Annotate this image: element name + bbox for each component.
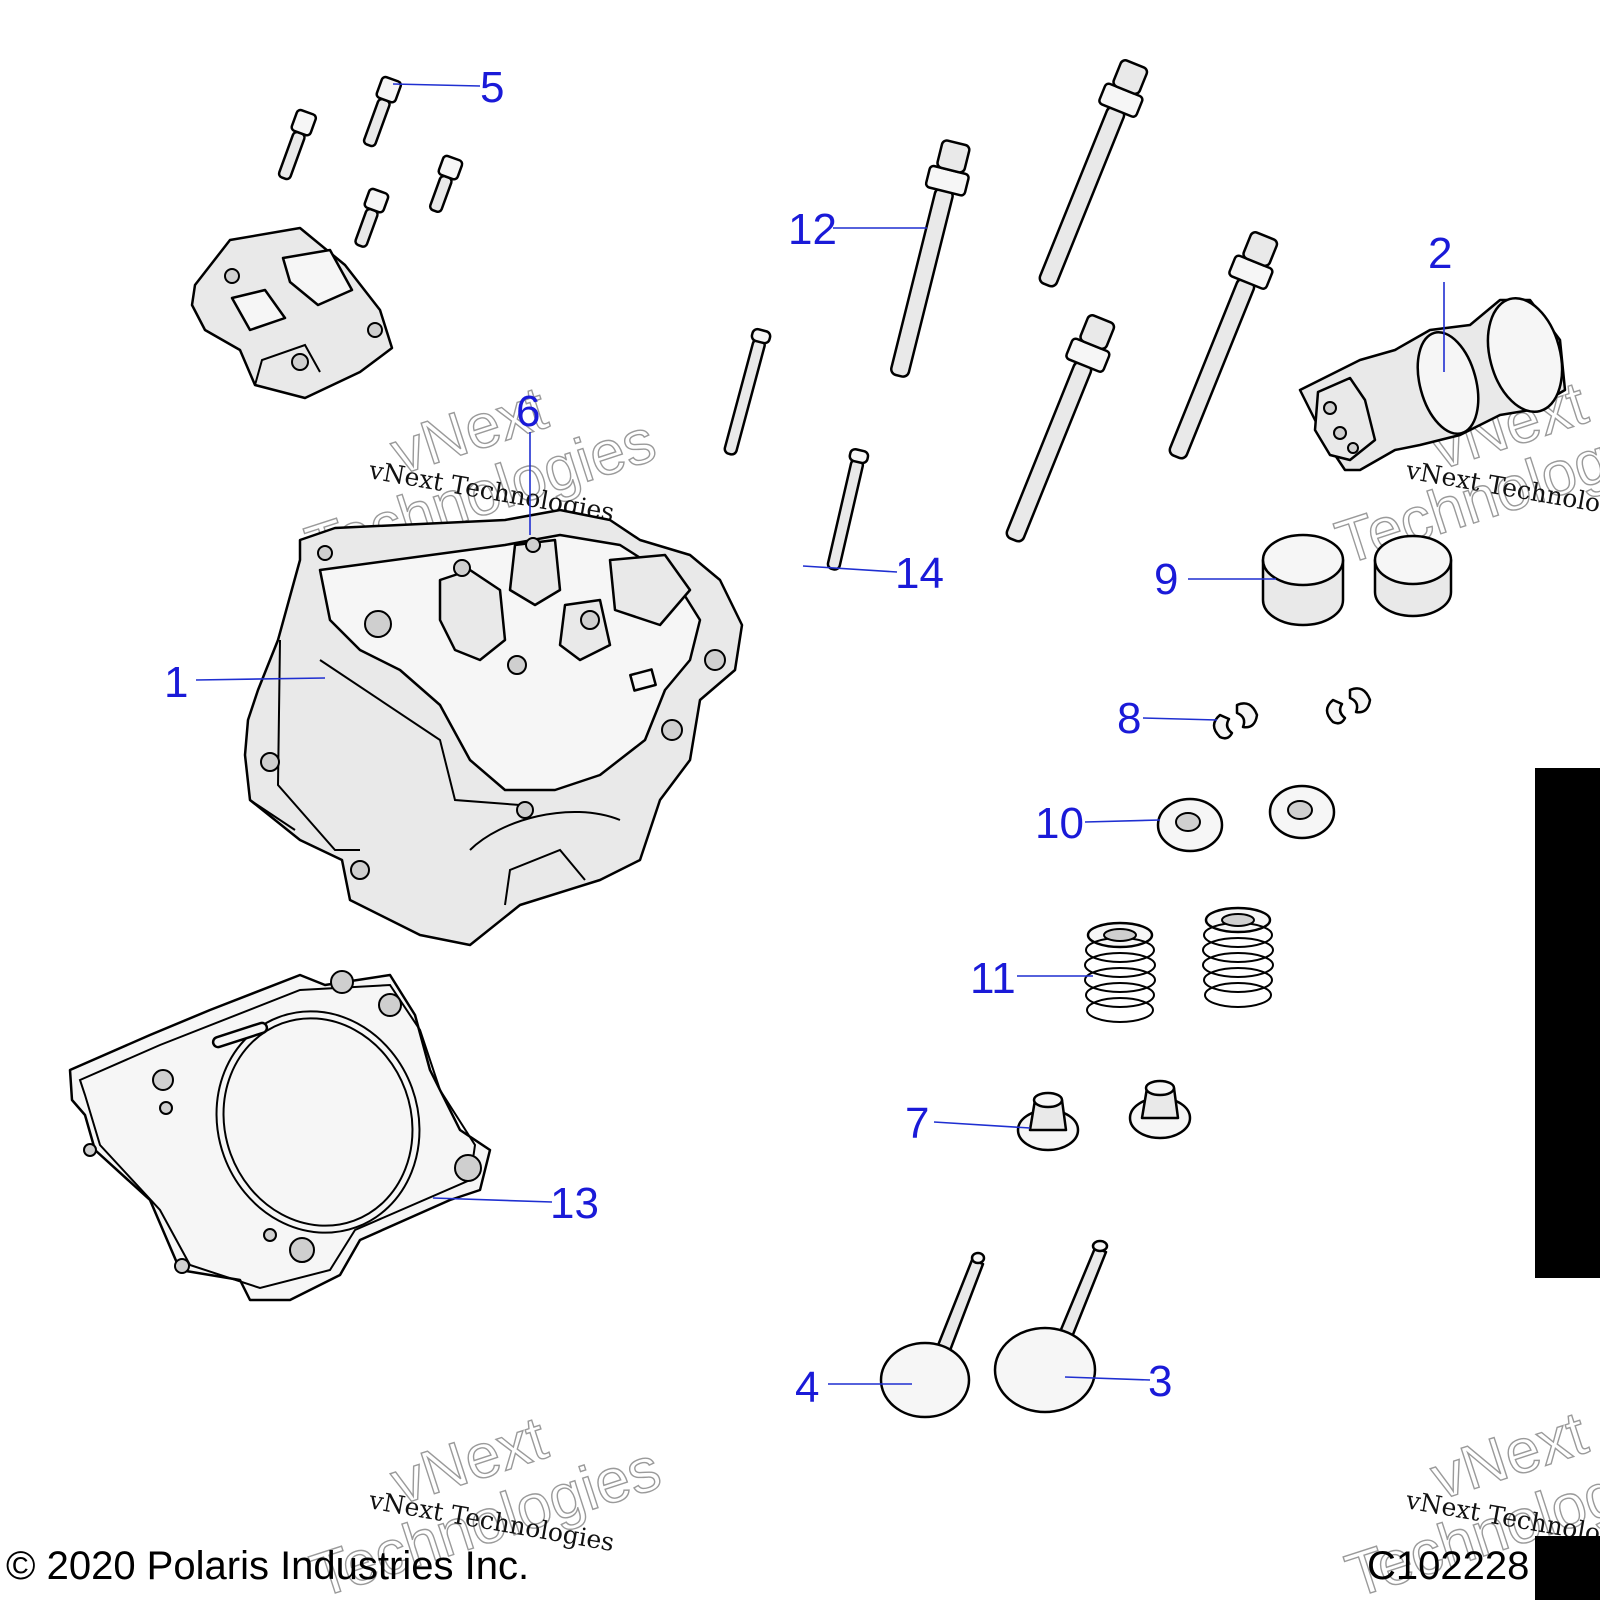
intake-valve (993, 1239, 1109, 1414)
callout-numbers: 5 6 1 12 14 2 9 8 10 11 7 13 4 3 (164, 63, 1452, 1412)
exhaust-valve (879, 1251, 986, 1419)
callout-10: 10 (1035, 799, 1084, 848)
valve-retainers (1156, 784, 1336, 853)
head-bolts (890, 59, 1279, 543)
head-gasket (68, 970, 492, 1302)
callout-8: 8 (1117, 694, 1141, 743)
cylinder-head (243, 508, 744, 947)
callout-11: 11 (970, 954, 1016, 1003)
callout-13: 13 (550, 1179, 599, 1228)
head-studs (723, 327, 870, 571)
valve-keepers (1212, 687, 1372, 740)
callout-2: 2 (1428, 229, 1452, 278)
figure-code: C102228 (1367, 1544, 1529, 1588)
edge-bar-right (1535, 768, 1600, 1278)
copyright-text: © 2020 Polaris Industries Inc. (6, 1544, 529, 1588)
callout-4: 4 (795, 1363, 819, 1412)
valve-tappets (1261, 533, 1453, 627)
valve-stem-seals (1016, 1079, 1192, 1152)
callout-9: 9 (1154, 555, 1178, 604)
valve-springs (1084, 906, 1274, 1023)
callout-3: 3 (1148, 1357, 1172, 1406)
cam-cap-bolts (277, 75, 464, 248)
callout-7: 7 (905, 1099, 929, 1148)
cam-cap (190, 226, 394, 400)
callout-12: 12 (788, 205, 837, 254)
leader-lines (195, 83, 1445, 1385)
callout-14: 14 (895, 549, 944, 598)
callout-6: 6 (516, 387, 540, 436)
callout-1: 1 (164, 658, 188, 707)
edge-bar-footer-cover (1535, 1536, 1600, 1600)
callout-5: 5 (480, 63, 504, 112)
camshaft (1298, 296, 1567, 472)
